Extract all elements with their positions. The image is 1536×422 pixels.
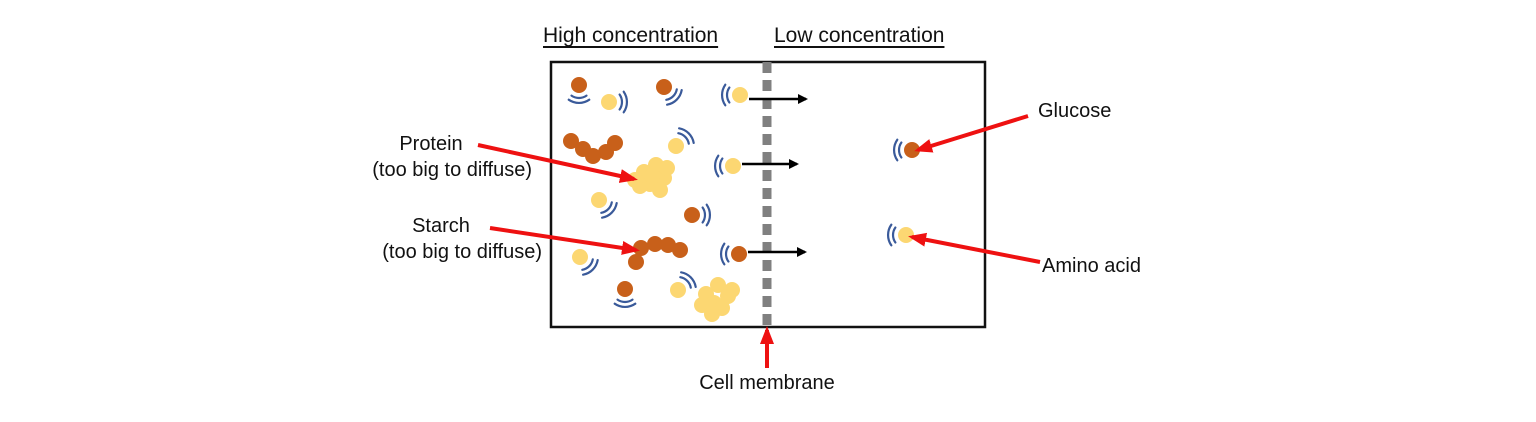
amino-acid-pointer-arrow — [908, 232, 1041, 264]
glucose-molecule — [672, 242, 688, 258]
amino-acid-molecule — [725, 158, 741, 174]
amino-acid-molecule — [659, 160, 675, 176]
motion-lines-icon — [679, 276, 692, 289]
amino-acid-molecule — [898, 227, 914, 243]
glucose-molecule — [904, 142, 920, 158]
motion-lines-icon — [705, 203, 711, 227]
amino-acid-molecule — [710, 277, 726, 293]
protein-label-line1: Protein — [399, 133, 463, 155]
motion-lines-icon — [582, 259, 599, 276]
motion-lines-icon — [680, 271, 697, 288]
amino-acid-molecule — [668, 138, 684, 154]
amino-acid-label: Amino acid — [1042, 255, 1141, 277]
high-concentration-heading: High concentration — [543, 24, 719, 47]
glucose-molecule — [660, 237, 676, 253]
motion-lines-icon — [581, 258, 594, 271]
motion-lines-icon — [887, 223, 893, 247]
amino-acid-molecule — [704, 306, 720, 322]
glucose-molecule — [571, 77, 587, 93]
protein-label-line2: (too big to diffuse) — [372, 159, 532, 181]
glucose-molecule — [647, 236, 663, 252]
motion-lines-icon — [725, 86, 731, 104]
motion-lines-icon — [665, 88, 678, 101]
motion-lines-icon — [567, 98, 591, 104]
amino-acid-molecule — [724, 282, 740, 298]
glucose-molecule — [585, 148, 601, 164]
amino-acid-molecule — [591, 192, 607, 208]
motion-lines-icon — [701, 206, 707, 224]
motion-lines-icon — [601, 202, 618, 219]
motion-lines-icon — [721, 83, 727, 107]
protein-label: Protein (too big to diffuse) — [330, 131, 532, 183]
glucose-molecule — [628, 254, 644, 270]
starch-label: Starch (too big to diffuse) — [340, 213, 542, 265]
motion-lines-icon — [724, 245, 730, 263]
amino-acid-molecule — [601, 94, 617, 110]
glucose-molecule — [684, 207, 700, 223]
glucose-molecule — [731, 246, 747, 262]
protein-pointer-arrow — [477, 143, 638, 183]
motion-lines-icon — [891, 226, 897, 244]
motion-lines-icon — [893, 138, 899, 162]
motion-lines-icon — [677, 132, 690, 145]
particles-layer — [563, 77, 920, 322]
amino-acid-molecule — [652, 182, 668, 198]
glucose-molecule — [563, 133, 579, 149]
motion-lines-icon — [897, 141, 903, 159]
motion-lines-icon — [666, 89, 683, 106]
cell-membrane-label: Cell membrane — [699, 372, 835, 394]
motion-lines-icon — [678, 127, 695, 144]
motion-lines-icon — [618, 93, 624, 111]
glucose-molecule — [656, 79, 672, 95]
glucose-molecule — [607, 135, 623, 151]
low-concentration-heading: Low concentration — [774, 24, 945, 47]
glucose-label: Glucose — [1038, 100, 1112, 122]
amino-acid-molecule — [644, 168, 660, 184]
motion-lines-icon — [613, 302, 637, 308]
motion-lines-icon — [616, 298, 634, 304]
pointer-arrows-layer — [477, 114, 1041, 368]
motion-lines-icon — [570, 94, 588, 100]
amino-acid-molecule — [572, 249, 588, 265]
motion-lines-icon — [718, 157, 724, 175]
motion-lines-icon — [720, 242, 726, 266]
starch-label-line1: Starch — [412, 215, 470, 237]
amino-acid-molecule — [732, 87, 748, 103]
glucose-molecule — [617, 281, 633, 297]
starch-pointer-arrow — [489, 226, 640, 255]
amino-acid-molecule — [670, 282, 686, 298]
glucose-pointer-arrow — [914, 114, 1029, 153]
starch-label-line2: (too big to diffuse) — [382, 241, 542, 263]
motion-lines-icon — [622, 90, 628, 114]
motion-lines-icon — [600, 201, 613, 214]
motion-lines-icon — [714, 154, 720, 178]
